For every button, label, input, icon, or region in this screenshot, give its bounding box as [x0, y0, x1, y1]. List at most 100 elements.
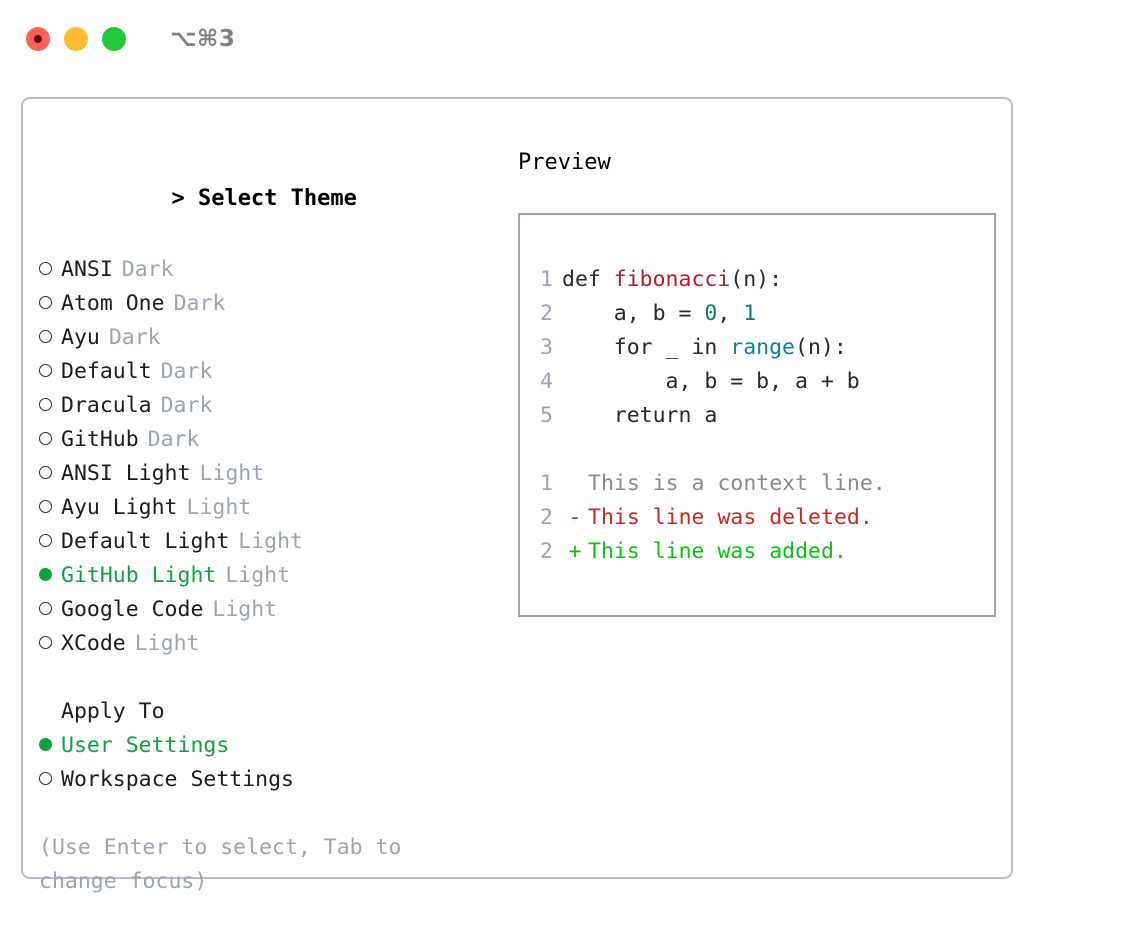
radio-glyph [39, 398, 52, 411]
code-token-kw: range [730, 335, 796, 360]
radio-glyph [39, 330, 52, 343]
code-line-number: 1 [540, 267, 553, 292]
code-token-plain: a, b = b, a + b [562, 369, 860, 394]
radio-selected-icon[interactable] [39, 729, 61, 763]
diff-line: 1 This is a context line. [540, 467, 994, 501]
prompt-caret-icon: > [171, 186, 185, 211]
traffic-lights [26, 27, 126, 51]
radio-unselected-icon[interactable] [39, 389, 61, 423]
code-token-plain: for _ in [562, 335, 731, 360]
radio-glyph [39, 602, 52, 615]
theme-list-item[interactable]: Dracula Dark [39, 389, 501, 423]
theme-variant-tag: Light [199, 461, 265, 486]
help-text: (Use Enter to select, Tab to change focu… [39, 835, 402, 894]
theme-variant-tag: Dark [121, 257, 174, 282]
theme-list-item[interactable]: XCode Light [39, 627, 501, 661]
code-line-text: def fibonacci(n): [562, 263, 782, 297]
radio-unselected-icon[interactable] [39, 253, 61, 287]
select-theme-title: Select Theme [197, 186, 357, 211]
diff-line-text: This line was added. [588, 539, 847, 564]
radio-unselected-icon[interactable] [39, 763, 61, 797]
radio-glyph [39, 738, 52, 751]
apply-to-label: Workspace Settings [61, 767, 294, 792]
code-token-plain: (n): [795, 335, 847, 360]
theme-variant-tag: Light [225, 563, 291, 588]
theme-variant-tag: Dark [160, 393, 213, 418]
minimize-window-button[interactable] [64, 27, 88, 51]
radio-unselected-icon[interactable] [39, 321, 61, 355]
diff-line-text: This line was deleted. [588, 505, 873, 530]
radio-glyph [39, 534, 52, 547]
radio-glyph [39, 364, 52, 377]
radio-unselected-icon[interactable] [39, 423, 61, 457]
diff-line: 2+This line was added. [540, 535, 994, 569]
apply-to-item[interactable]: User Settings [39, 729, 501, 763]
diff-line-number: 2 [540, 505, 553, 530]
code-line: 5 return a [540, 399, 994, 433]
keyboard-shortcut-label: ⌥⌘3 [170, 26, 236, 52]
code-line-text: a, b = b, a + b [562, 365, 860, 399]
theme-name: XCode [61, 631, 126, 656]
theme-list-item[interactable]: Default Light Light [39, 525, 501, 559]
theme-name: GitHub [61, 427, 139, 452]
radio-glyph [39, 262, 52, 275]
radio-selected-icon[interactable] [39, 559, 61, 593]
radio-unselected-icon[interactable] [39, 491, 61, 525]
code-token-num: 0 [704, 301, 718, 326]
apply-to-label: User Settings [61, 733, 230, 758]
theme-name: Ayu [61, 325, 100, 350]
radio-unselected-icon[interactable] [39, 593, 61, 627]
preview-title: Preview [518, 150, 611, 175]
code-line: 2 a, b = 0, 1 [540, 297, 994, 331]
radio-unselected-icon[interactable] [39, 525, 61, 559]
code-token-plain: return a [562, 403, 718, 428]
code-line-number: 2 [540, 301, 553, 326]
radio-glyph [39, 296, 52, 309]
theme-variant-tag: Light [238, 529, 304, 554]
theme-variant-tag: Dark [160, 359, 213, 384]
theme-variant-tag: Light [134, 631, 200, 656]
diff-line-number: 1 [540, 471, 553, 496]
diff-sample: 1 This is a context line.2-This line was… [540, 467, 994, 569]
theme-variant-tag: Dark [108, 325, 161, 350]
code-token-plain: a, b = [562, 301, 705, 326]
radio-unselected-icon[interactable] [39, 287, 61, 321]
theme-variant-tag: Dark [173, 291, 226, 316]
apply-to-item[interactable]: Workspace Settings [39, 763, 501, 797]
theme-list-item[interactable]: Google Code Light [39, 593, 501, 627]
diff-line-number: 2 [540, 539, 553, 564]
code-line: 4 a, b = b, a + b [540, 365, 994, 399]
close-window-button[interactable] [26, 27, 50, 51]
code-line-text: for _ in range(n): [562, 331, 847, 365]
theme-list-item[interactable]: Ayu Dark [39, 321, 501, 355]
diff-marker [562, 467, 588, 501]
code-line-number: 4 [540, 369, 553, 394]
apply-to-header: Apply To [39, 695, 501, 729]
radio-unselected-icon[interactable] [39, 457, 61, 491]
radio-unselected-icon[interactable] [39, 627, 61, 661]
maximize-window-button[interactable] [102, 27, 126, 51]
theme-name: Google Code [61, 597, 204, 622]
radio-glyph [39, 568, 52, 581]
theme-name: Dracula [61, 393, 152, 418]
help-spacer [39, 797, 501, 831]
radio-unselected-icon[interactable] [39, 355, 61, 389]
code-line-text: a, b = 0, 1 [562, 297, 756, 331]
code-line: 3 for _ in range(n): [540, 331, 994, 365]
theme-variant-tag: Light [212, 597, 278, 622]
code-token-plain: (n): [730, 267, 783, 292]
theme-name: Default Light [61, 529, 230, 554]
